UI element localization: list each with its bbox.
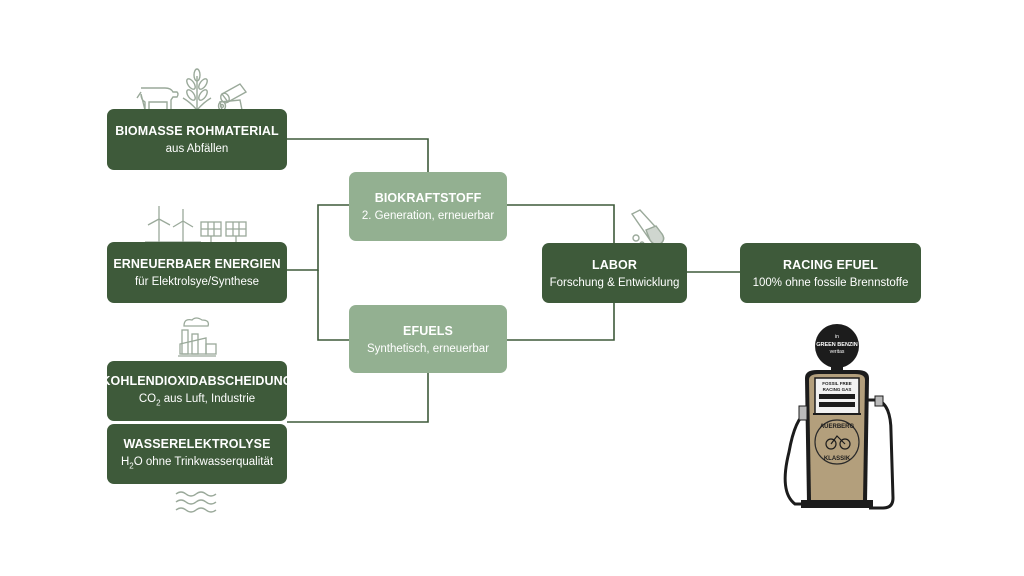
node-title: EFUELS (403, 323, 453, 338)
formula-base: H (120, 456, 130, 469)
globe-text-2: GREEN BENZIN (816, 342, 858, 348)
subtitle-text: aus Luft, Industrie (160, 393, 256, 406)
node-subtitle: CO2 aus Luft, Industrie (139, 393, 255, 407)
node-racing-efuel: RACING EFUEL 100% ohne fossile Brennstof… (740, 243, 921, 303)
factory-icon (178, 317, 217, 357)
brand-text-2: KLASSIK (824, 456, 851, 462)
wheat-icon (182, 68, 212, 112)
globe-text-1: in (835, 334, 839, 340)
node-title: BIOMASSE ROHMATERIAL (115, 124, 279, 138)
node-subtitle: Forschung & Entwicklung (549, 276, 680, 289)
logs-icon (217, 83, 248, 112)
node-erneuerbare-energien: ERNEUERBAER ENERGIEN für Elektrolsye/Syn… (107, 242, 287, 303)
water-waves-icon (175, 491, 217, 513)
test-tube-icon (630, 209, 665, 247)
panel-text-2: RACING GAS (823, 387, 852, 392)
cow-icon (136, 87, 179, 111)
formula-base: CO (138, 393, 157, 406)
node-title: KOHLENDIOXIDABSCHEIDUNG (101, 374, 293, 389)
solar-panel-icon (200, 221, 247, 242)
node-subtitle: 100% ohne fossile Brennstoffe (752, 276, 909, 289)
node-title: LABOR (592, 257, 637, 272)
node-subtitle: H2O ohne Trinkwasserqualität (121, 456, 273, 470)
node-subtitle: 2. Generation, erneuerbar (361, 210, 495, 222)
node-biomasse-rohmaterial: BIOMASSE ROHMATERIAL aus Abfällen (107, 109, 287, 170)
brand-text-1: AUERBERG (820, 424, 855, 430)
node-wasserelektrolyse: WASSERELEKTROLYSE H2O ohne Trinkwasserqu… (107, 424, 287, 484)
subtitle-text: O ohne Trinkwasserqualität (133, 456, 274, 469)
node-title: WASSERELEKTROLYSE (123, 437, 271, 452)
node-subtitle: aus Abfällen (165, 143, 229, 155)
formula-subscript: 2 (156, 398, 161, 408)
gas-pump-illustration: in GREEN BENZIN veritas FOSSIL FREE RACI… (783, 324, 895, 510)
node-biokraftstoff: BIOKRAFTSTOFF 2. Generation, erneuerbar (349, 172, 507, 241)
node-efuels: EFUELS Synthetisch, erneuerbar (349, 305, 507, 373)
node-title: BIOKRAFTSTOFF (374, 191, 482, 205)
node-title: RACING EFUEL (783, 257, 878, 272)
node-subtitle: Synthetisch, erneuerbar (366, 342, 490, 355)
node-labor: LABOR Forschung & Entwicklung (542, 243, 687, 303)
node-kohlendioxidabscheidung: KOHLENDIOXIDABSCHEIDUNG CO2 aus Luft, In… (101, 361, 293, 421)
wind-turbine-icon (145, 206, 201, 243)
panel-text-1: FOSSIL FREE (822, 381, 851, 386)
node-subtitle: für Elektrolsye/Synthese (134, 276, 259, 288)
node-title: ERNEUERBAER ENERGIEN (113, 257, 281, 271)
globe-text-3: veritas (830, 349, 845, 355)
formula-subscript: 2 (129, 461, 134, 471)
